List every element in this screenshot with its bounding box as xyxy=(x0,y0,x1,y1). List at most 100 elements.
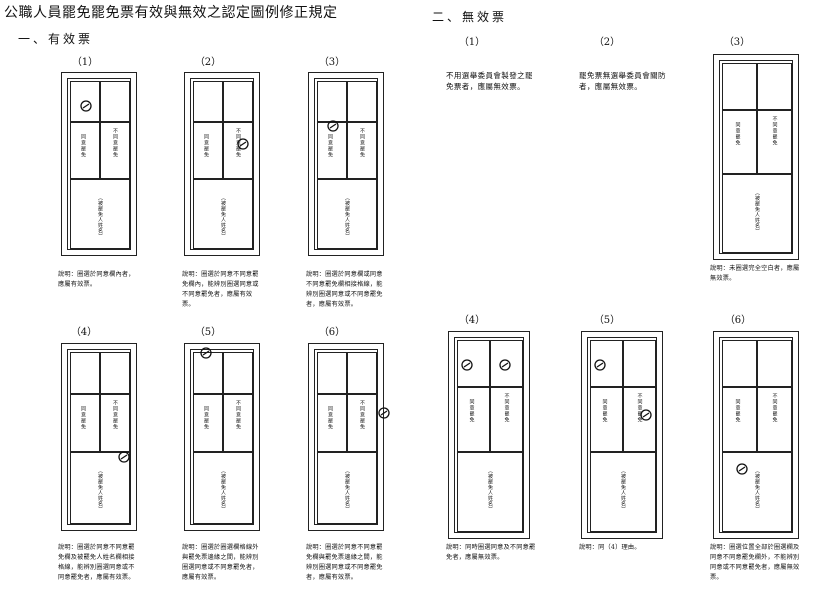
name-field-box xyxy=(193,452,253,524)
name-field-box xyxy=(722,452,792,532)
vote-stamp-icon xyxy=(200,344,212,359)
valid-1-ballot: 同意罷免不同意罷免（被罷免人姓名） xyxy=(61,72,137,256)
disagree-label-box xyxy=(623,387,656,452)
disagree-label-box xyxy=(223,122,253,179)
vote-stamp-icon xyxy=(118,448,130,463)
disagree-mark-box xyxy=(757,63,792,110)
invalid-1-number: （1） xyxy=(458,37,486,48)
disagree-label-box xyxy=(347,122,377,179)
vote-stamp-icon xyxy=(640,406,652,421)
agree-label-box xyxy=(317,122,347,179)
agree-mark-box xyxy=(722,340,757,387)
ballot-inner-frame: 同意罷免 不同意罷免 （被罷免人姓名） xyxy=(314,78,378,250)
disagree-mark-box xyxy=(100,81,130,122)
disagree-label: 不同意罷免 xyxy=(503,393,510,423)
disagree-mark-box xyxy=(347,81,377,122)
agree-label: 同意罷免 xyxy=(734,122,741,146)
valid-heading: 一、有效票 xyxy=(18,32,94,46)
vote-stamp-icon xyxy=(736,460,748,475)
disagree-label-box xyxy=(347,394,377,452)
name-field-box xyxy=(317,452,377,524)
agree-label-box xyxy=(590,387,623,452)
valid-5-caption: 說明：圈選於圈選欄格線外與罷免票邊緣之間，能辨別圈選同意或不同意罷免者，應屬有效… xyxy=(182,544,259,581)
agree-mark-box xyxy=(590,340,623,387)
valid-6-caption: 說明：圈選於同意不同意罷免欄與罷免票邊緣之間，能辨別圈選同意或不同意罷免者，應屬… xyxy=(306,544,383,581)
agree-label: 同意罷免 xyxy=(80,406,86,430)
valid-2-number: （2） xyxy=(194,57,222,68)
disagree-label-box xyxy=(757,110,792,174)
agree-label: 同意罷免 xyxy=(327,134,333,158)
invalid-5-number: （5） xyxy=(593,315,621,326)
name-field-label: （被罷免人姓名） xyxy=(97,468,103,512)
disagree-mark-box xyxy=(223,352,253,394)
name-field-box xyxy=(70,452,130,524)
valid-5-number: （5） xyxy=(194,327,222,338)
agree-mark-box xyxy=(193,81,223,122)
disagree-label: 不同意罷免 xyxy=(771,393,778,423)
ballot-inner-frame: 同意罷免 不同意罷免 （被罷免人姓名） xyxy=(67,349,131,525)
agree-label-box xyxy=(722,387,757,452)
invalid-1-caption: 不用選舉委員會製發之罷免票者，應屬無效票。 xyxy=(446,71,533,91)
ballot-inner-frame: 同意罷免不同意罷免（被罷免人姓名） xyxy=(190,349,254,525)
agree-label-box xyxy=(457,387,490,452)
agree-label-box xyxy=(70,122,100,179)
name-field-label: （被罷免人姓名） xyxy=(754,190,760,234)
invalid-4-caption: 說明：同時圈選同意及不同意罷免者，應屬無效票。 xyxy=(446,544,536,561)
invalid-4-number: （4） xyxy=(458,315,486,326)
disagree-label-box xyxy=(100,394,130,452)
valid-3-ballot: 同意罷免 不同意罷免 （被罷免人姓名） xyxy=(308,72,384,256)
disagree-mark-box xyxy=(223,81,253,122)
vote-stamp-icon xyxy=(80,97,92,112)
vote-stamp-icon xyxy=(594,356,606,371)
name-field-box xyxy=(193,179,253,249)
invalid-3-caption: 說明：未圈選完全空白者，應屬無效票。 xyxy=(710,265,800,282)
invalid-heading: 二、無效票 xyxy=(432,10,508,24)
ballot-inner-frame: 同意罷免 不同意罷免 （被罷免人姓名） xyxy=(719,60,793,254)
disagree-label-box xyxy=(490,387,523,452)
agree-label: 同意罷免 xyxy=(468,399,475,423)
invalid-4-ballot: 同意罷免 不同意罷免 （被罷免人姓名） xyxy=(448,331,530,539)
ballot-inner-frame: 同意罷免 不同意罷免 （被罷免人姓名） xyxy=(719,337,793,533)
disagree-label-box xyxy=(757,387,792,452)
vote-stamp-icon xyxy=(499,356,511,371)
agree-label-box xyxy=(193,394,223,452)
name-field-label: （被罷免人姓名） xyxy=(344,195,350,239)
name-field-box xyxy=(457,452,523,532)
disagree-label: 不同意罷免 xyxy=(359,128,365,158)
disagree-label: 不同意罷免 xyxy=(112,400,118,430)
agree-label: 同意罷免 xyxy=(734,399,741,423)
invalid-2-caption: 罷免票無選舉委員會關防者，應屬無效票。 xyxy=(579,71,666,91)
disagree-label: 不同意罷免 xyxy=(359,400,365,430)
disagree-label-box xyxy=(100,122,130,179)
vote-stamp-icon xyxy=(327,117,339,132)
disagree-label: 不同意罷免 xyxy=(771,116,778,146)
disagree-mark-box xyxy=(623,340,656,387)
ballot-inner-frame: 同意罷免不同意罷免（被罷免人姓名） xyxy=(67,78,131,250)
invalid-3-number: （3） xyxy=(723,37,751,48)
page-title: 公職人員罷免罷免票有效與無效之認定圖例修正規定 xyxy=(4,5,338,21)
ballot-inner-frame: 同意罷免 不同意罷免 （被罷免人姓名） xyxy=(454,337,524,533)
agree-mark-box xyxy=(722,63,757,110)
agree-label: 同意罷免 xyxy=(327,406,333,430)
valid-4-ballot: 同意罷免 不同意罷免 （被罷免人姓名） xyxy=(61,343,137,531)
ballot-inner-frame: 同意罷免不同意罷免（被罷免人姓名） xyxy=(587,337,657,533)
name-field-label: （被罷免人姓名） xyxy=(220,195,226,239)
agree-mark-box xyxy=(317,352,347,394)
valid-1-caption: 說明：圈選於同意欄內者，應屬有效票。 xyxy=(58,271,135,288)
disagree-mark-box xyxy=(100,352,130,394)
invalid-6-number: （6） xyxy=(724,315,752,326)
valid-6-ballot: 同意罷免不同意罷免（被罷免人姓名） xyxy=(308,343,390,531)
name-field-label: （被罷免人姓名） xyxy=(220,468,226,512)
agree-mark-box xyxy=(457,340,490,387)
valid-4-number: （4） xyxy=(70,327,98,338)
valid-1-number: （1） xyxy=(71,57,99,68)
name-field-box xyxy=(722,174,792,253)
agree-label-box xyxy=(193,122,223,179)
vote-stamp-icon xyxy=(378,404,390,419)
disagree-label-box xyxy=(223,394,253,452)
disagree-mark-box xyxy=(490,340,523,387)
valid-3-number: （3） xyxy=(318,57,346,68)
name-field-label: （被罷免人姓名） xyxy=(487,468,493,512)
name-field-label: （被罷免人姓名） xyxy=(754,468,760,512)
disagree-label: 不同意罷免 xyxy=(112,128,118,158)
